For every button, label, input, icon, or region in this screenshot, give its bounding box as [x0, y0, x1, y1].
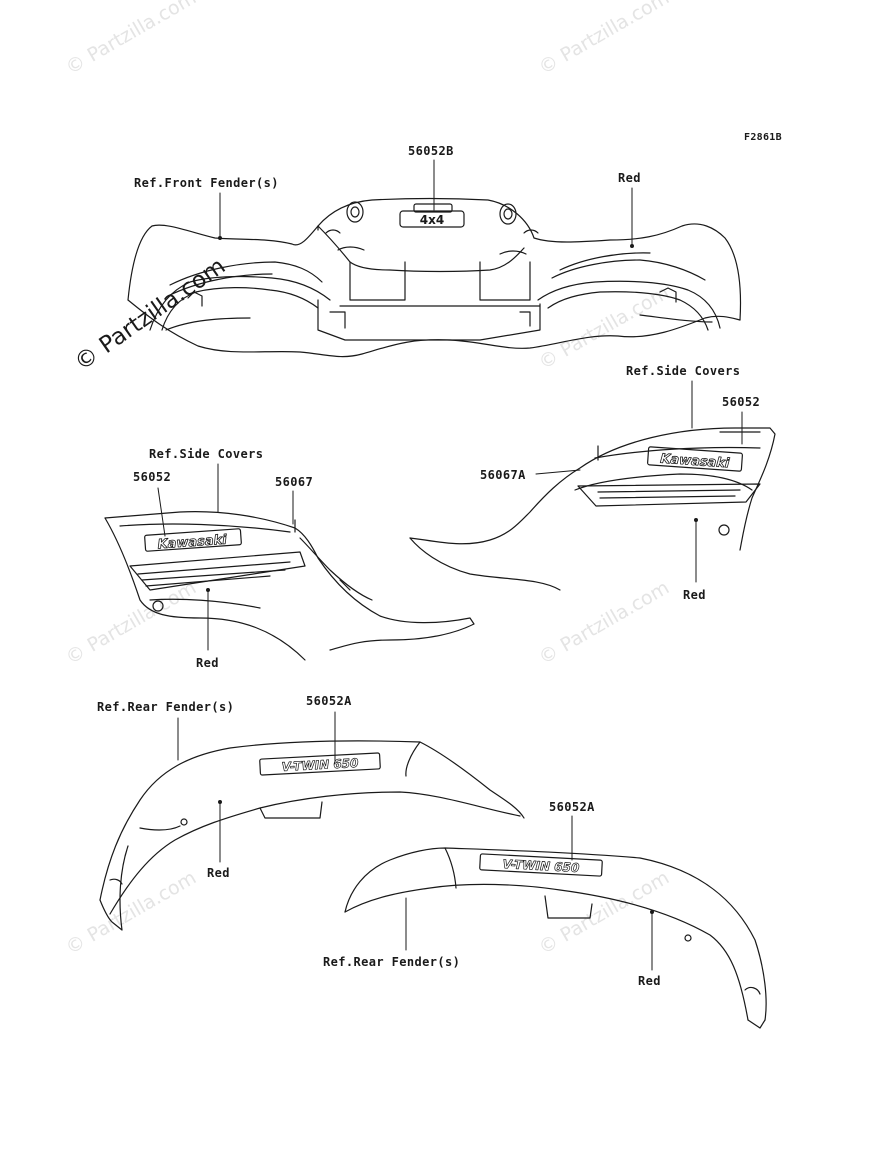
left-side-cover-ref-label: Ref.Side Covers	[149, 447, 264, 461]
rear-fender-left-part-number: 56052A	[306, 694, 352, 708]
front-decal-text: 4x4	[420, 213, 444, 227]
left-side-cover-decal-number: 56052	[133, 470, 172, 484]
right-decal-text: Kawasaki	[660, 452, 731, 472]
left-side-cover-drawing: Kawasaki	[104, 511, 475, 661]
right-side-cover-leaders	[535, 380, 743, 583]
rear-fender-left-color-note: Red	[207, 866, 230, 880]
rear-fender-right-ref-label: Ref.Rear Fender(s)	[323, 955, 461, 969]
front-fender-leaders	[218, 159, 634, 248]
front-fender-part-number: 56052B	[408, 144, 454, 158]
figure-code: F2861B	[744, 132, 782, 143]
rear-fender-left-drawing: V-TWIN 650	[99, 740, 525, 931]
right-side-cover-color-note: Red	[683, 588, 706, 602]
right-side-cover-drawing: Kawasaki	[409, 427, 776, 591]
left-side-cover-leaders	[157, 463, 294, 651]
right-side-cover-decal-number: 56052	[722, 395, 761, 409]
front-fender-drawing: 4x4	[127, 197, 742, 358]
rear-right-decal-text: V-TWIN 650	[502, 857, 579, 875]
left-decal-text: Kawasaki	[157, 533, 228, 553]
rear-fender-right-color-note: Red	[638, 974, 661, 988]
right-side-cover-stripe-number: 56067A	[480, 468, 526, 482]
front-fender-color-note: Red	[618, 171, 641, 185]
left-side-cover-color-note: Red	[196, 656, 219, 670]
rear-fender-right-part-number: 56052A	[549, 800, 595, 814]
rear-fender-left-leaders	[177, 711, 336, 863]
left-side-cover-stripe-number: 56067	[275, 475, 314, 489]
rear-left-decal-text: V-TWIN 650	[281, 756, 358, 774]
rear-fender-right-drawing: V-TWIN 650	[344, 847, 767, 1029]
right-side-cover-ref-label: Ref.Side Covers	[626, 364, 741, 378]
rear-fender-left-ref-label: Ref.Rear Fender(s)	[97, 700, 235, 714]
rear-fender-right-leaders	[405, 815, 654, 971]
front-fender-ref-label: Ref.Front Fender(s)	[134, 176, 279, 190]
